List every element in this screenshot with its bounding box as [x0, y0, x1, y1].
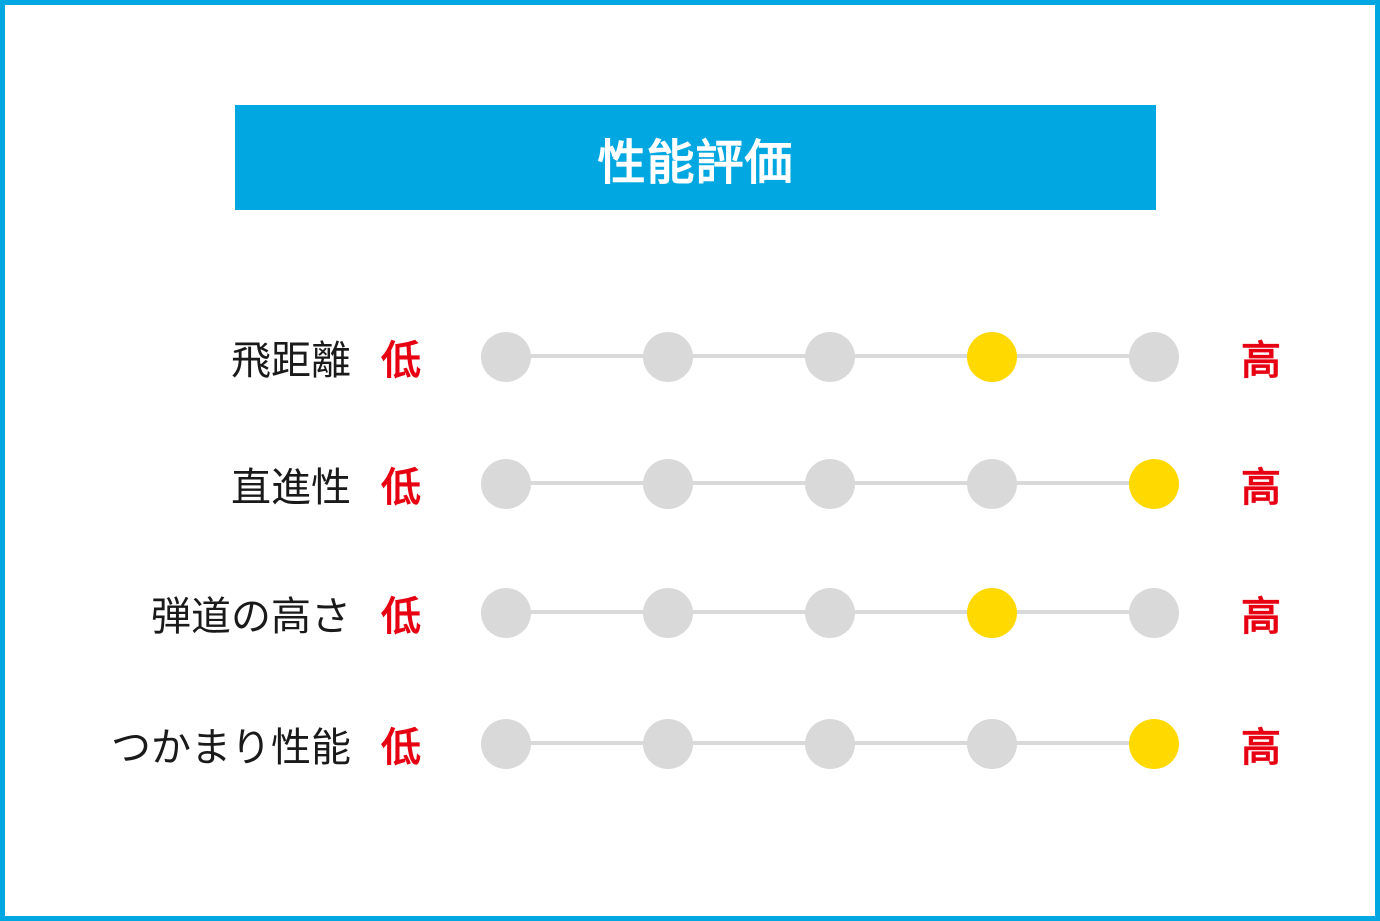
rating-row-distance: 飛距離低 高: [5, 327, 1380, 387]
rating-row-straightness: 直進性低 高: [5, 454, 1380, 514]
rating-dot: [1129, 588, 1179, 638]
rating-row-grip-performance: つかまり性能低 高: [5, 714, 1380, 774]
scale-low-label: 低: [381, 594, 421, 640]
rating-dot-selected: [1129, 459, 1179, 509]
rating-dot-selected: [967, 588, 1017, 638]
rating-dot: [1129, 332, 1179, 382]
page-title: 性能評価: [597, 134, 794, 191]
rating-dot-selected: [1129, 719, 1179, 769]
scale-low-label: 低: [381, 338, 421, 384]
rating-dot: [805, 719, 855, 769]
scale-high-label: 高: [1241, 594, 1281, 640]
rating-dot: [805, 332, 855, 382]
rating-dot: [481, 588, 531, 638]
rating-dot: [805, 459, 855, 509]
rating-dot-selected: [967, 332, 1017, 382]
rating-dot: [481, 332, 531, 382]
scale-high-label: 高: [1241, 465, 1281, 511]
rating-dot: [481, 459, 531, 509]
rating-dot: [643, 719, 693, 769]
scale-low-label: 低: [381, 465, 421, 511]
rating-dot: [967, 719, 1017, 769]
title-banner: 性能評価: [235, 105, 1156, 210]
rating-dot: [643, 459, 693, 509]
scale-high-label: 高: [1241, 338, 1281, 384]
scale-low-label: 低: [381, 725, 421, 771]
rating-row-trajectory-height: 弾道の高さ低 高: [5, 583, 1380, 643]
rating-label: つかまり性能: [111, 725, 351, 771]
rating-dot: [643, 588, 693, 638]
rating-dot: [967, 459, 1017, 509]
scale-high-label: 高: [1241, 725, 1281, 771]
rating-dot: [481, 719, 531, 769]
rating-label: 飛距離: [231, 338, 351, 384]
rating-label: 直進性: [231, 465, 351, 511]
rating-dot: [805, 588, 855, 638]
rating-dot: [643, 332, 693, 382]
rating-label: 弾道の高さ: [151, 594, 351, 640]
